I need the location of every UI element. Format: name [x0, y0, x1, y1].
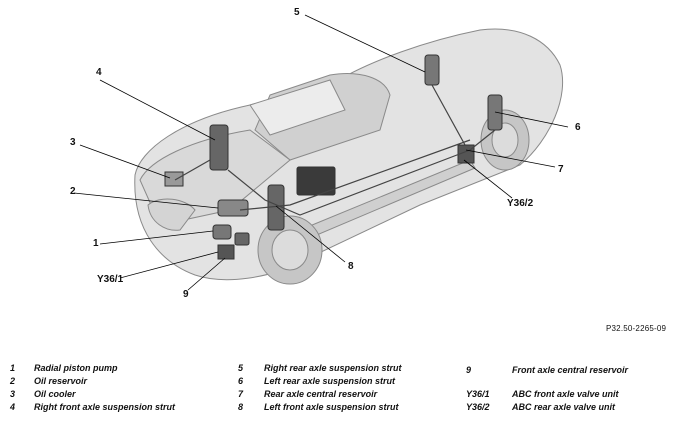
car-illustration	[134, 28, 564, 285]
car-hydraulic-diagram	[73, 14, 569, 291]
legend: 1 Radial piston pump 2 Oil reservoir 3 O…	[10, 363, 629, 412]
leader-lines	[73, 14, 569, 291]
rear-wheel-hub	[491, 122, 519, 158]
callout-4: 4	[96, 67, 102, 78]
pump	[212, 224, 232, 240]
callout-9: 9	[183, 289, 189, 300]
callout-1: 1	[93, 238, 99, 249]
callout-8: 8	[348, 261, 354, 272]
hydraulic-lines	[174, 84, 496, 216]
headlight	[147, 198, 196, 231]
callout-5: 5	[294, 7, 300, 18]
oil-reservoir	[217, 199, 249, 217]
components	[164, 54, 503, 260]
right-rear-strut	[424, 54, 440, 86]
callout-7: 7	[558, 164, 564, 175]
callout-y36-1: Y36/1	[97, 274, 124, 285]
callout-y36-2: Y36/2	[507, 198, 534, 209]
windshield	[249, 79, 346, 136]
valve-unit-front	[217, 244, 235, 260]
callout-3: 3	[70, 137, 76, 148]
oil-cooler	[164, 171, 184, 187]
callout-6: 6	[575, 122, 581, 133]
document-reference: P32.50-2265-09	[606, 324, 667, 333]
right-front-strut	[209, 124, 229, 171]
left-rear-strut	[487, 94, 503, 131]
callout-2: 2	[70, 186, 76, 197]
front-reservoir	[234, 232, 250, 246]
front-wheel-hub	[271, 229, 309, 271]
